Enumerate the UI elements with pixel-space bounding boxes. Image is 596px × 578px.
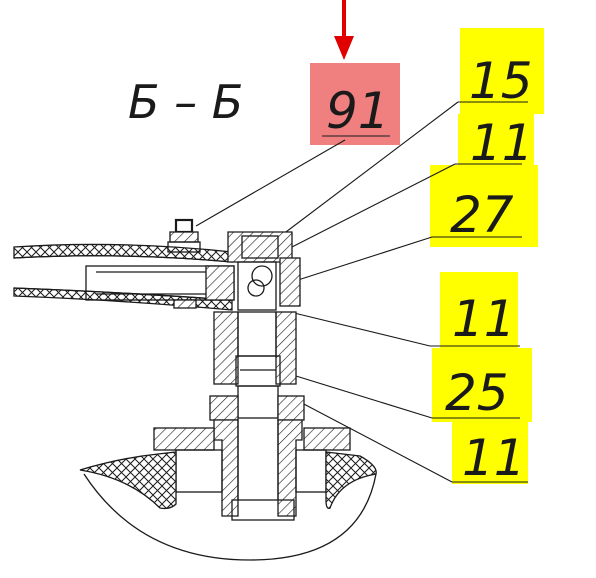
callout-27: 27 xyxy=(430,165,538,247)
highlight-label-91: 91 xyxy=(310,63,400,145)
section-title: Б – Б xyxy=(128,75,243,129)
callout-11-bottom: 11 xyxy=(452,422,528,487)
pipe-assembly xyxy=(13,218,235,311)
callout-11-mid: 11 xyxy=(430,272,520,348)
callout-11-top: 11 xyxy=(455,114,534,172)
callout-15: 15 xyxy=(458,28,544,114)
highlight-label-text: 91 xyxy=(326,82,390,140)
leader-lines xyxy=(269,101,459,483)
fitting-assembly xyxy=(209,231,305,521)
vessel-base xyxy=(79,427,377,561)
callout-text-11-mid: 11 xyxy=(452,290,516,348)
callout-text-15: 15 xyxy=(469,52,533,110)
callout-text-11-top: 11 xyxy=(470,114,534,172)
callout-25: 25 xyxy=(432,348,532,422)
callout-text-11-bottom: 11 xyxy=(462,429,526,487)
callout-text-25: 25 xyxy=(445,364,509,422)
leader-91 xyxy=(195,139,346,227)
red-arrow-icon xyxy=(334,0,354,60)
callout-text-27: 27 xyxy=(450,186,514,244)
